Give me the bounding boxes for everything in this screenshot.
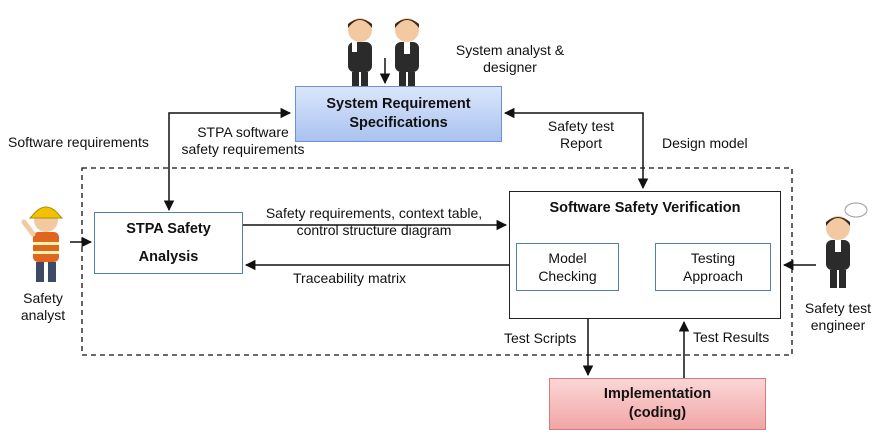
design-model-label: Design model — [662, 135, 748, 151]
system-requirement-specifications-box: System Requirement Specifications — [295, 86, 502, 142]
model-checking-line1: Model — [548, 250, 587, 266]
testing-approach-box: Testing Approach — [655, 243, 771, 291]
stpa-safety-analysis-box: STPA Safety Analysis — [94, 212, 243, 274]
system-analyst-icon — [348, 18, 419, 90]
testing-approach-line2: Approach — [683, 268, 743, 284]
arrow-srs-ssv — [503, 107, 649, 190]
stpa-label-line1: STPA Safety — [126, 221, 211, 237]
stpa-label-line2: Analysis — [138, 249, 199, 265]
safety-test-report-label: Safety test Report — [547, 118, 615, 151]
srs-label-line2: Specifications — [349, 115, 448, 131]
ssv-title: Software Safety Verification — [549, 200, 741, 216]
safety-analyst-label: Safety analyst — [20, 290, 66, 323]
system-analyst-label: System analyst & designer — [455, 42, 565, 75]
traceability-matrix-label: Traceability matrix — [293, 270, 407, 286]
safety-test-engineer-icon — [826, 202, 868, 288]
srs-label-line1: System Requirement — [326, 96, 471, 112]
model-checking-line2: Checking — [538, 268, 597, 284]
safety-test-engineer-label: Safety test engineer — [804, 300, 872, 333]
implementation-box: Implementation (coding) — [549, 378, 766, 430]
safety-requirements-label: Safety requirements, context table, cont… — [265, 205, 483, 238]
software-requirements-label: Software requirements — [8, 134, 149, 150]
testing-approach-line1: Testing — [690, 250, 736, 266]
implementation-line2: (coding) — [628, 405, 687, 421]
arrow-srs-stpa — [163, 107, 292, 212]
test-results-label: Test Results — [693, 329, 770, 345]
test-scripts-label: Test Scripts — [504, 330, 577, 346]
implementation-line1: Implementation — [603, 386, 712, 402]
model-checking-box: Model Checking — [516, 243, 619, 291]
safety-analyst-icon — [21, 206, 64, 282]
stpa-software-safety-requirements-label: STPA software safety requirements — [181, 124, 305, 157]
